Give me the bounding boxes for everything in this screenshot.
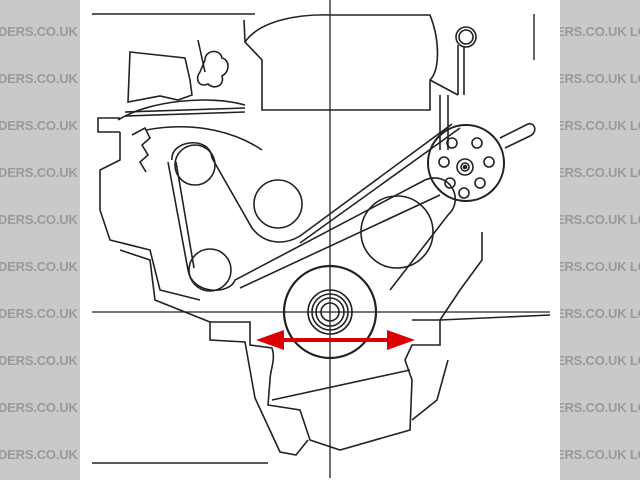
watermark-left: DERS.CO.UK LOCOS DERS.CO.UK LOCOS DERS.CO.… [0,0,80,480]
watermark-tile: ERS.CO.UK LOCOST [560,364,640,416]
watermark-text: ERS.CO.UK LOCOST [560,212,640,227]
idler-pulley [188,248,232,292]
watermark-text: DERS.CO.UK LOCOS [0,447,80,462]
watermark-text: DERS.CO.UK LOCOS [0,71,80,86]
watermark-right: ERS.CO.UK LOCOST ERS.CO.UK LOCOST ERS.CO.U… [560,0,640,480]
drive-belt [171,123,453,243]
watermark-text: DERS.CO.UK LOCOS [0,118,80,133]
watermark-tile: DERS.CO.UK LOCOS [0,82,80,134]
measurement-arrow [256,330,415,350]
watermark-text: DERS.CO.UK LOCOS [0,353,80,368]
watermark-text: ERS.CO.UK LOCOST [560,400,640,415]
thermostat-housing [196,50,229,88]
rocker-cover [243,14,439,111]
alternator-pulley [174,144,216,186]
watermark-tile: ERS.CO.UK LOCOST [560,82,640,134]
watermark-tile: ERS.CO.UK LOCOST [560,411,640,463]
watermark-text: DERS.CO.UK LOCOS [0,24,80,39]
watermark-text: DERS.CO.UK LOCOS [0,165,80,180]
watermark-text: ERS.CO.UK LOCOST [560,306,640,321]
watermark-tile: DERS.CO.UK LOCOS [0,35,80,87]
watermark-text: ERS.CO.UK LOCOST [560,24,640,39]
watermark-tile: DERS.CO.UK LOCOS [0,0,80,40]
watermark-text: ERS.CO.UK LOCOST [560,447,640,462]
watermark-text: DERS.CO.UK LOCOS [0,400,80,415]
watermark-tile: ERS.CO.UK LOCOST [560,270,640,322]
watermark-text: DERS.CO.UK LOCOS [0,212,80,227]
watermark-text: ERS.CO.UK LOCOST [560,118,640,133]
watermark-tile: ERS.CO.UK LOCOST [560,223,640,275]
power-steering-pulley [427,124,505,202]
watermark-tile: ERS.CO.UK LOCOST [560,176,640,228]
watermark-tile: DERS.CO.UK LOCOS [0,364,80,416]
watermark-tile: ERS.CO.UK LOCOST [560,317,640,369]
watermark-tile: DERS.CO.UK LOCOS [0,129,80,181]
watermark-text: DERS.CO.UK LOCOS [0,306,80,321]
watermark-text: ERS.CO.UK LOCOST [560,259,640,274]
watermark-tile: ERS.CO.UK LOCOST [560,35,640,87]
watermark-text: ERS.CO.UK LOCOST [560,165,640,180]
watermark-tile: DERS.CO.UK LOCOS [0,223,80,275]
watermark-text: DERS.CO.UK LOCOS [0,259,80,274]
tensioner-pulley [360,195,434,269]
watermark-text: ERS.CO.UK LOCOST [560,71,640,86]
water-pump-pulley [253,179,303,229]
watermark-tile: DERS.CO.UK LOCOS [0,317,80,369]
watermark-tile: DERS.CO.UK LOCOS [0,176,80,228]
watermark-tile: DERS.CO.UK LOCOS [0,270,80,322]
watermark-tile: ERS.CO.UK LOCOST [560,0,640,40]
watermark-tile: DERS.CO.UK LOCOS [0,411,80,463]
engine-diagram [80,0,560,480]
watermark-text: ERS.CO.UK LOCOST [560,353,640,368]
watermark-tile: ERS.CO.UK LOCOST [560,129,640,181]
crankshaft-pulley [282,264,378,360]
